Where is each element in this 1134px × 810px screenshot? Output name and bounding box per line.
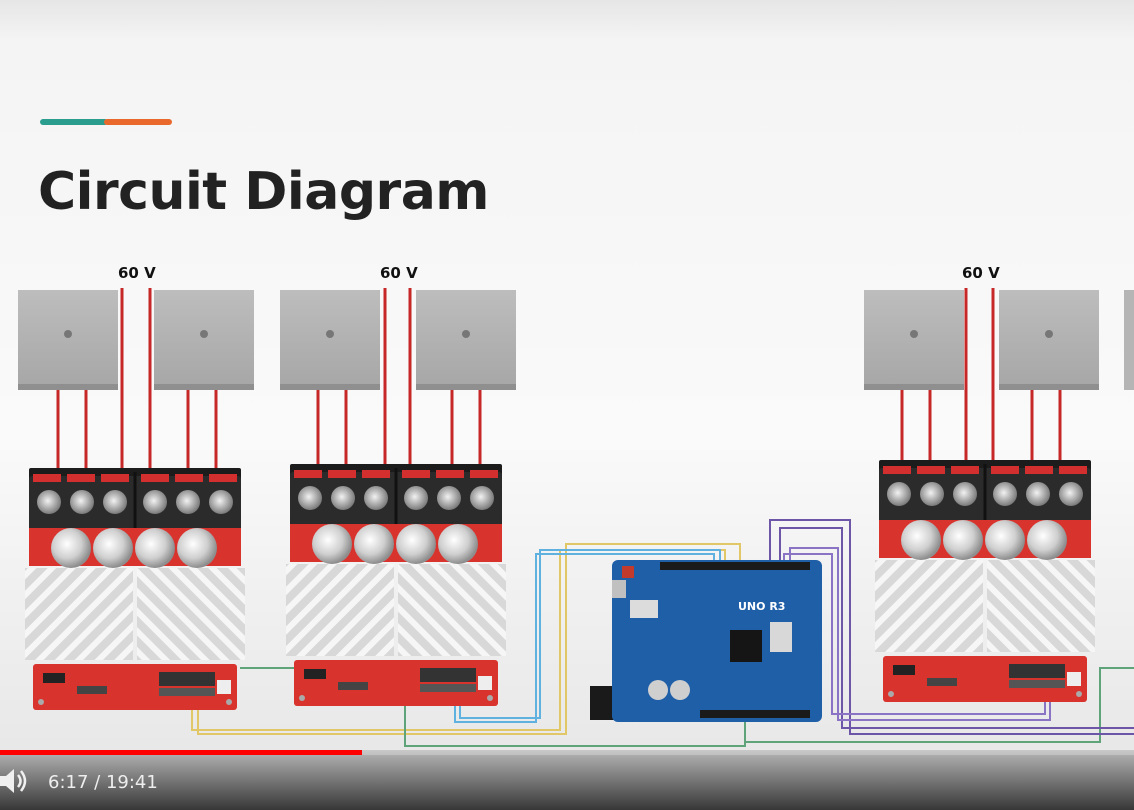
slide-title: Circuit Diagram xyxy=(38,162,489,222)
current-time: 6:17 xyxy=(48,772,89,793)
voltage-label: 60 V xyxy=(380,264,418,282)
accent-bar-orange xyxy=(104,119,172,125)
duration: 19:41 xyxy=(105,772,158,793)
dc-motor-icon xyxy=(18,290,118,390)
time-separator: / xyxy=(88,772,106,793)
motor-driver-board-icon xyxy=(23,466,247,712)
progress-bar-played xyxy=(0,750,363,755)
circuit-diagram: 60 V 60 V 60 V UNO R3 xyxy=(18,264,1134,747)
video-frame[interactable]: Circuit Diagram xyxy=(0,0,1134,750)
motor-driver-board-icon xyxy=(873,458,1097,704)
dc-motor-icon xyxy=(154,290,254,390)
voltage-label: 60 V xyxy=(962,264,1000,282)
dc-motor-icon xyxy=(864,290,964,390)
motor-driver-board-icon xyxy=(284,462,508,708)
dc-motor-icon xyxy=(1124,290,1134,390)
dc-motor-icon xyxy=(280,290,380,390)
time-display: 6:17 / 19:41 xyxy=(48,772,158,793)
arduino-label: UNO R3 xyxy=(738,600,785,613)
volume-icon[interactable] xyxy=(0,767,32,795)
controls-gradient xyxy=(0,750,1134,810)
accent-bar-teal xyxy=(40,119,108,125)
dc-motor-icon xyxy=(999,290,1099,390)
progress-bar[interactable] xyxy=(0,750,1134,755)
arduino-uno-icon: UNO R3 xyxy=(590,560,822,722)
video-controls: 6:17 / 19:41 xyxy=(0,750,1134,810)
dc-motor-icon xyxy=(416,290,516,390)
voltage-label: 60 V xyxy=(118,264,156,282)
